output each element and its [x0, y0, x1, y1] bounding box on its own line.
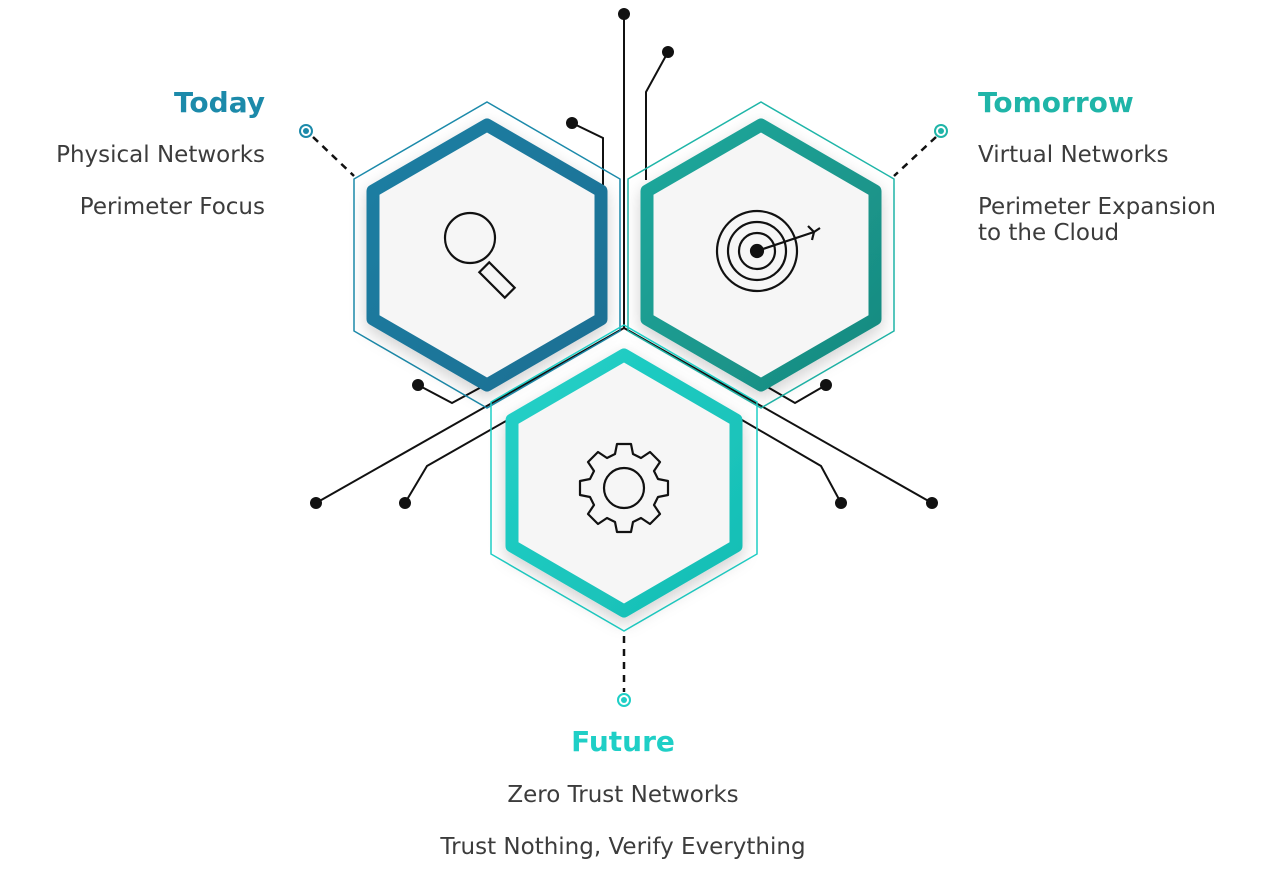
connector-left-branch — [315, 327, 625, 504]
stage-today-title: Today — [174, 86, 265, 119]
stage-tomorrow: Tomorrow Virtual Networks Perimeter Expa… — [978, 86, 1278, 272]
stage-future-line-1: Zero Trust Networks — [507, 782, 739, 808]
gear-icon — [578, 442, 670, 534]
connector-upper-right — [645, 51, 669, 180]
leader-tomorrow — [893, 136, 937, 177]
connector-right-branch — [623, 327, 933, 504]
stage-future-line-2: Trust Nothing, Verify Everything — [440, 834, 806, 860]
connector-dot — [926, 497, 938, 509]
hexagon-today-outline — [353, 101, 621, 409]
connector-dots — [310, 8, 938, 509]
leader-lines — [312, 136, 937, 692]
connector-lower-left — [404, 412, 521, 504]
hexagon-future — [490, 324, 758, 632]
connector-dot — [835, 497, 847, 509]
stage-today-line-1: Physical Networks — [56, 142, 265, 168]
marker-today — [299, 124, 313, 138]
target-icon — [715, 209, 821, 293]
connector-dot — [412, 379, 424, 391]
magnifier-icon — [443, 211, 517, 300]
connector-dot — [662, 46, 674, 58]
stage-markers — [299, 124, 948, 707]
hexagon-future-frame — [505, 348, 743, 618]
connector-dot — [820, 379, 832, 391]
hexagon-tomorrow-outline — [627, 101, 895, 409]
stage-today: Today Physical Networks Perimeter Focus — [56, 86, 265, 246]
connector-dot — [618, 8, 630, 20]
stage-tomorrow-line-1: Virtual Networks — [978, 142, 1169, 168]
hexagon-today — [353, 101, 621, 409]
connector-lines — [315, 14, 933, 504]
hexagon-tomorrow — [627, 101, 895, 409]
marker-future — [617, 693, 631, 707]
connector-dot — [566, 117, 578, 129]
marker-tomorrow — [934, 124, 948, 138]
stage-tomorrow-title: Tomorrow — [978, 86, 1134, 119]
stage-today-line-2: Perimeter Focus — [79, 194, 265, 220]
connector-dot — [310, 497, 322, 509]
hexagon-future-outline — [490, 324, 758, 632]
stages-diagram — [299, 8, 948, 707]
stage-tomorrow-line-2: Perimeter Expansion to the Cloud — [978, 194, 1216, 246]
connector-lower-right — [729, 412, 842, 504]
connector-dot — [399, 497, 411, 509]
leader-today — [312, 136, 355, 177]
stage-future: Future Zero Trust Networks Trust Nothing… — [300, 725, 946, 886]
stage-future-title: Future — [571, 725, 675, 758]
